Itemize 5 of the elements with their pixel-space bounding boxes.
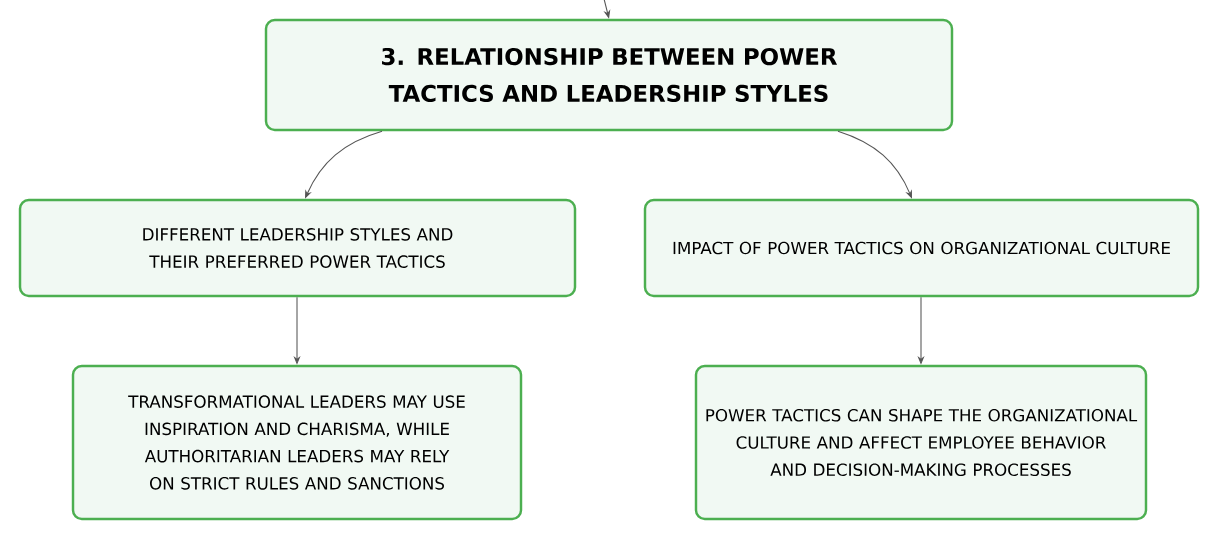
topic-box: DIFFERENT LEADERSHIP STYLES AND THEIR PREFERRED POWER TACTICS bbox=[18, 198, 577, 298]
topic-box: POWER TACTICS CAN SHAPE THE ORGANIZATIONAL CULTURE AND AFFECT EMPLOYEE BEHAVIOR AND DECISION-MAKING PROCESSES bbox=[694, 364, 1148, 521]
topic-box: IMPACT OF POWER TACTICS ON ORGANIZATIONAL CULTURE bbox=[643, 198, 1200, 298]
title-box: 3. RELATIONSHIP BETWEEN POWER TACTICS AND LEADERSHIP STYLES bbox=[264, 18, 954, 132]
topic-box: TRANSFORMATIONAL LEADERS MAY USE INSPIRATION AND CHARISMA, WHILE AUTHORITARIAN LEADERS MAY RELY ON STRICT RULES AND SANCTIONS bbox=[71, 364, 523, 521]
